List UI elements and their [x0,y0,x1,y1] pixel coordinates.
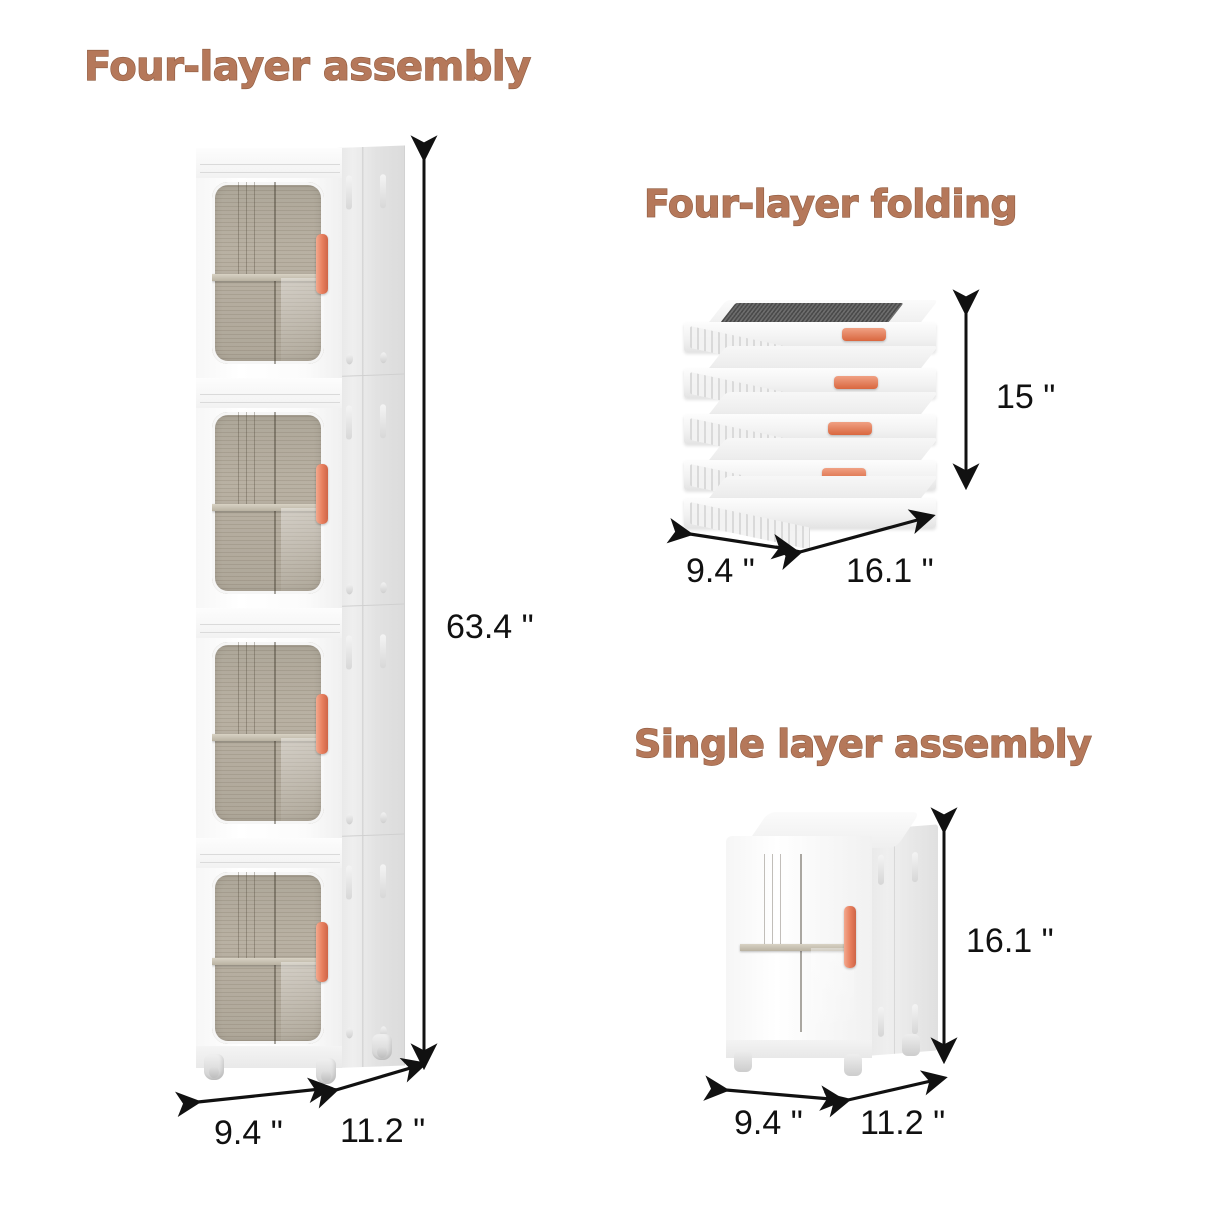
four-layer-cabinet-illustration [196,145,405,1084]
cabinet-window [740,854,854,1032]
cabinet-layer [196,608,342,838]
cabinet-window [212,642,324,824]
dimension-label-single-height: 16.1 " [966,922,1054,960]
cabinet-window [212,412,324,594]
caster-wheel [316,1058,336,1084]
section-title-four-layer-assembly: Four-layer assembly [83,43,531,90]
caster-wheel [844,1054,862,1076]
cabinet-layer [196,378,342,608]
dimension-label-single-depth: 11.2 " [860,1104,946,1142]
depth-arrow-single [823,1070,948,1118]
cabinet-layer [196,838,342,1068]
section-title-single-layer-assembly: Single layer assembly [633,721,1092,766]
cabinet-door-handle[interactable] [316,234,328,294]
cabinet-door-handle[interactable] [316,464,328,524]
folded-unit-handle[interactable] [842,328,886,341]
cabinet-door-handle[interactable] [844,906,856,968]
dimension-label-four-layer-depth: 11.2 " [340,1112,426,1150]
caster-wheel [372,1034,392,1060]
dimension-label-four-layer-width: 9.4 " [214,1114,283,1152]
dimension-label-folding-depth: 16.1 " [846,552,934,590]
cabinet-front-face [726,836,872,1058]
dimension-label-single-width: 9.4 " [734,1104,803,1142]
caster-wheel [734,1050,752,1072]
cabinet-layer [196,148,342,378]
width-arrow-single [703,1075,846,1111]
dimension-label-folding-height: 15 " [996,378,1056,416]
folded-unit-base [684,476,939,550]
folded-unit-handle[interactable] [834,376,878,389]
caster-wheel [902,1034,920,1056]
cabinet-door-handle[interactable] [316,694,328,754]
dimension-label-four-layer-height: 63.4 " [446,608,534,646]
cabinet-front-column [196,148,342,1068]
single-layer-cabinet-illustration [726,812,938,1076]
width-arrow-four-layer [175,1077,334,1118]
folded-unit-handle[interactable] [828,422,872,435]
cabinet-window [212,872,324,1044]
folded-stack-illustration [684,300,944,550]
caster-wheel [204,1054,224,1080]
section-title-four-layer-folding: Four-layer folding [643,181,1018,226]
cabinet-door-handle[interactable] [316,922,328,982]
dimension-label-folding-width: 9.4 " [686,552,755,590]
cabinet-side-panel [336,145,405,1069]
cabinet-window [212,182,324,364]
cabinet-side-panel [866,824,938,1056]
